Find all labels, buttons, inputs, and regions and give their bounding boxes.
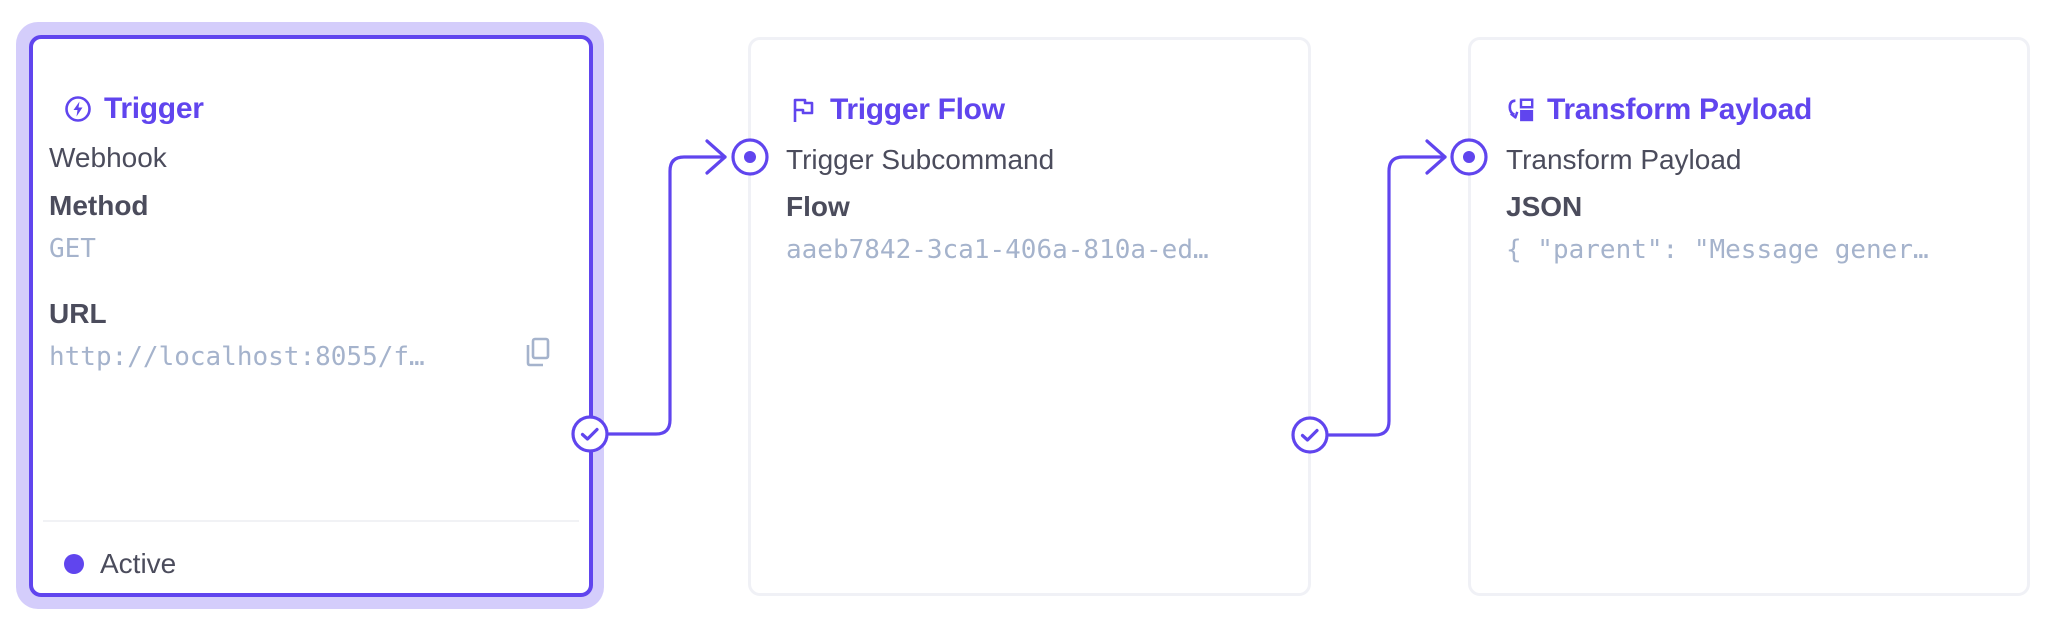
edge-trigger-flow-to-transform bbox=[1327, 139, 1447, 437]
field-value-flow: aaeb7842-3ca1-406a-810a-ed… bbox=[786, 235, 1209, 265]
node-title-text: Trigger Flow bbox=[830, 93, 1005, 126]
node-transform-payload[interactable]: Transform Payload Transform Payload JSON… bbox=[1468, 37, 2030, 596]
node-title: Transform Payload bbox=[1507, 92, 1812, 128]
copy-icon[interactable] bbox=[525, 337, 551, 367]
node-title-text: Transform Payload bbox=[1547, 93, 1812, 126]
target-circle-icon bbox=[731, 138, 769, 176]
bolt-circle-icon bbox=[64, 95, 92, 123]
input-handle-trigger-flow[interactable] bbox=[730, 137, 770, 182]
footer-divider bbox=[43, 520, 579, 522]
edge-trigger-to-trigger-flow bbox=[607, 139, 727, 436]
field-value-method: GET bbox=[49, 234, 96, 264]
input-handle-transform-payload[interactable] bbox=[1449, 137, 1489, 182]
flag-icon bbox=[790, 96, 818, 124]
field-label-json: JSON bbox=[1506, 191, 1583, 222]
node-title-text: Trigger bbox=[104, 92, 204, 125]
field-value-url: http://localhost:8055/f… bbox=[49, 342, 425, 372]
node-subtitle: Transform Payload bbox=[1506, 144, 1742, 175]
status-dot bbox=[64, 554, 84, 574]
node-title: Trigger Flow bbox=[790, 92, 1005, 128]
node-title: Trigger bbox=[64, 91, 204, 127]
check-circle-icon bbox=[1291, 416, 1329, 454]
transform-icon bbox=[1507, 96, 1535, 124]
field-label-method: Method bbox=[49, 190, 149, 221]
status-label: Active bbox=[100, 548, 177, 579]
field-label-flow: Flow bbox=[786, 191, 850, 222]
node-trigger[interactable]: Trigger Webhook Method GET URL http://lo… bbox=[29, 35, 593, 597]
field-value-json: { "parent": "Message gener… bbox=[1506, 235, 1929, 265]
check-circle-icon bbox=[571, 415, 609, 453]
node-trigger-flow[interactable]: Trigger Flow Trigger Subcommand Flow aae… bbox=[748, 37, 1311, 596]
output-handle-trigger[interactable] bbox=[570, 414, 610, 459]
node-subtitle: Webhook bbox=[49, 142, 167, 173]
output-handle-trigger-flow[interactable] bbox=[1290, 415, 1330, 460]
node-subtitle: Trigger Subcommand bbox=[786, 144, 1055, 175]
target-circle-icon bbox=[1450, 138, 1488, 176]
field-label-url: URL bbox=[49, 298, 107, 329]
